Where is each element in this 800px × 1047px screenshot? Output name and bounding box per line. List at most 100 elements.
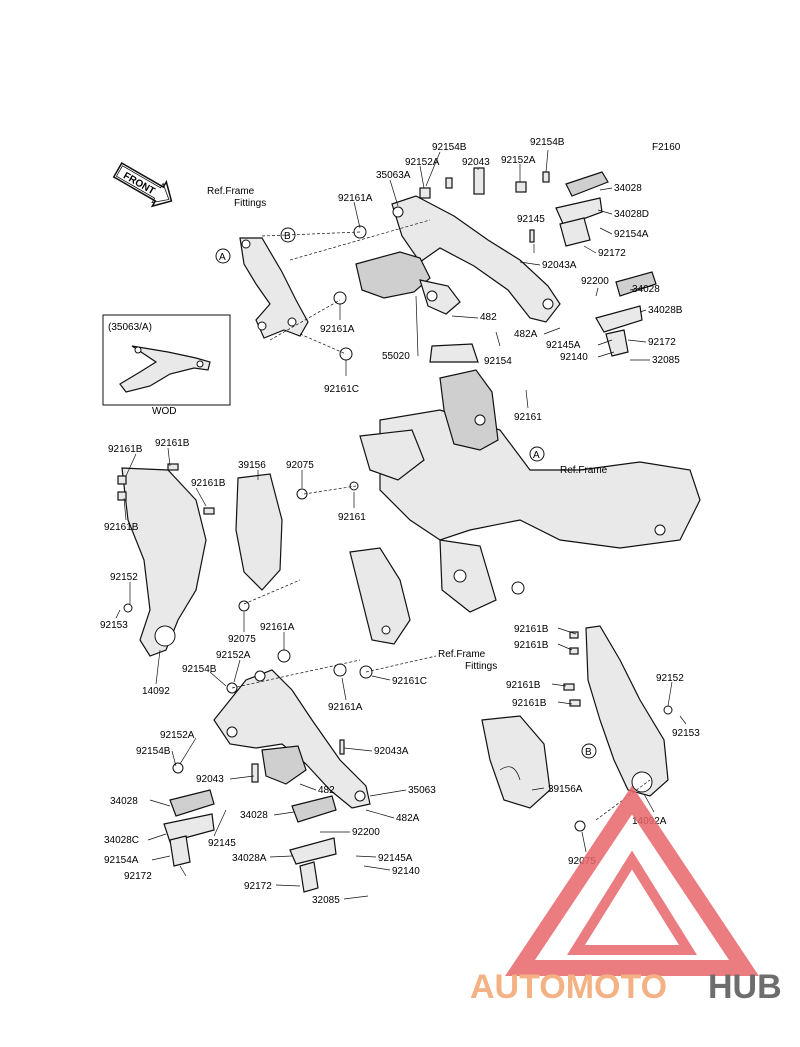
part-label: 92154B <box>136 746 171 757</box>
callout-b-top: B <box>284 231 291 242</box>
part-label: 92161A <box>338 193 373 204</box>
part-label: 92161B <box>514 624 549 635</box>
footpeg-top-upper <box>555 171 609 247</box>
inset-title: (35063/A) <box>108 322 152 333</box>
part-label: 34028C <box>104 835 139 846</box>
part-label: 92152A <box>160 730 195 741</box>
part-label: 92161B <box>506 680 541 691</box>
part-label: 482A <box>514 329 538 340</box>
part-label: 92161B <box>155 438 190 449</box>
part-label: 34028 <box>632 284 660 295</box>
part-label: 92152A <box>216 650 251 661</box>
heel-guard-bracket-left <box>239 237 309 339</box>
rider-footrest-bracket-right <box>355 195 561 323</box>
ref-fittings-label-top: Fittings <box>234 198 266 209</box>
part-label: 92145 <box>517 214 545 225</box>
part-label: 92161B <box>191 478 226 489</box>
part-label: 34028 <box>110 796 138 807</box>
part-label: 92161B <box>108 444 143 455</box>
part-label: 92153 <box>672 728 700 739</box>
small-hardware-top <box>333 167 550 363</box>
part-label: 92140 <box>560 352 588 363</box>
part-label: 92043 <box>196 774 224 785</box>
part-label: 14092 <box>142 686 170 697</box>
callout-a-top: A <box>219 252 226 263</box>
part-label: 32085 <box>312 895 340 906</box>
part-label: 92161C <box>324 384 359 395</box>
part-label: 92075 <box>286 460 314 471</box>
part-label: 92154B <box>432 142 467 153</box>
footpeg-bottom-right <box>289 795 337 893</box>
part-label: 92172 <box>124 871 152 882</box>
labels-bottom: 92161A 92152A 92154B 92161A 92161C 92152… <box>104 622 436 906</box>
part-label: 92043 <box>462 157 490 168</box>
part-label: 92161B <box>512 698 547 709</box>
part-label: 92043A <box>542 260 577 271</box>
watermark-text-hub: HUB <box>708 968 782 1006</box>
labels-top: 92154B 92152A 92043 92152A 92154B 35063A… <box>320 137 683 423</box>
leader-lines <box>115 149 687 900</box>
part-label: 92200 <box>352 827 380 838</box>
part-label: 92161A <box>260 622 295 633</box>
part-label: 92154A <box>614 229 649 240</box>
part-label: 92154 <box>484 356 512 367</box>
watermark-text-auto: AUTOMOTO <box>470 968 667 1006</box>
part-label: 39156 <box>238 460 266 471</box>
footpeg-top-lower <box>595 271 657 357</box>
part-label: 34028D <box>614 209 649 220</box>
part-label: 92154B <box>182 664 217 675</box>
callout-b-circle-bottom <box>581 743 597 759</box>
part-label: 92161 <box>514 412 542 423</box>
part-label: 92152 <box>656 673 684 684</box>
part-label: 92075 <box>228 634 256 645</box>
part-label: 32085 <box>652 355 680 366</box>
part-label: 92152A <box>405 157 440 168</box>
part-label: 482 <box>318 785 335 796</box>
part-label: 482 <box>480 312 497 323</box>
part-label: 92161A <box>328 702 363 713</box>
part-label: 92145 <box>208 838 236 849</box>
part-label: 92172 <box>648 337 676 348</box>
footpeg-bottom-left <box>163 789 215 867</box>
inset-caption: WOD <box>152 406 176 417</box>
part-label: 34028A <box>232 853 267 864</box>
part-label: 92152A <box>501 155 536 166</box>
part-label: 34028B <box>648 305 683 316</box>
part-label: 92152 <box>110 572 138 583</box>
part-label: 35063A <box>376 170 411 181</box>
heel-guard-left-lower <box>117 463 359 657</box>
part-label: 92154A <box>104 855 139 866</box>
part-label: 92200 <box>581 276 609 287</box>
diagram-code: F2160 <box>652 142 681 153</box>
part-label: 482A <box>396 813 420 824</box>
part-label: 92154B <box>530 137 565 148</box>
part-label: 92161B <box>514 640 549 651</box>
ref-frame-label: Ref.Frame <box>560 465 608 476</box>
part-label: 92161C <box>392 676 427 687</box>
ref-fittings-label-mid: Fittings <box>465 661 497 672</box>
callout-b-bottom: B <box>585 747 592 758</box>
part-label: 92161B <box>104 522 139 533</box>
inset-box: (35063/A) WOD <box>102 314 231 417</box>
callout-a-circle-top <box>215 248 231 264</box>
part-label: 92140 <box>392 866 420 877</box>
part-label: 39156A <box>548 784 583 795</box>
watermark-logo <box>505 785 759 976</box>
ref-frame-label-mid: Ref.Frame <box>438 649 486 660</box>
frame-fitting-bracket-mid <box>349 547 411 645</box>
part-label: 34028 <box>240 810 268 821</box>
part-label: 92145A <box>378 853 413 864</box>
rider-footrest-bracket-left <box>172 649 373 809</box>
part-label: 92145A <box>546 340 581 351</box>
main-frame <box>359 369 701 613</box>
part-label: 92172 <box>598 248 626 259</box>
part-label: 34028 <box>614 183 642 194</box>
callout-a-mid: A <box>533 450 540 461</box>
heel-guard-right <box>481 625 673 832</box>
part-label: 92153 <box>100 620 128 631</box>
part-label: 92161 <box>338 512 366 523</box>
front-arrow-icon: FRONT <box>112 162 173 208</box>
ref-frame-label-top: Ref.Frame <box>207 186 255 197</box>
